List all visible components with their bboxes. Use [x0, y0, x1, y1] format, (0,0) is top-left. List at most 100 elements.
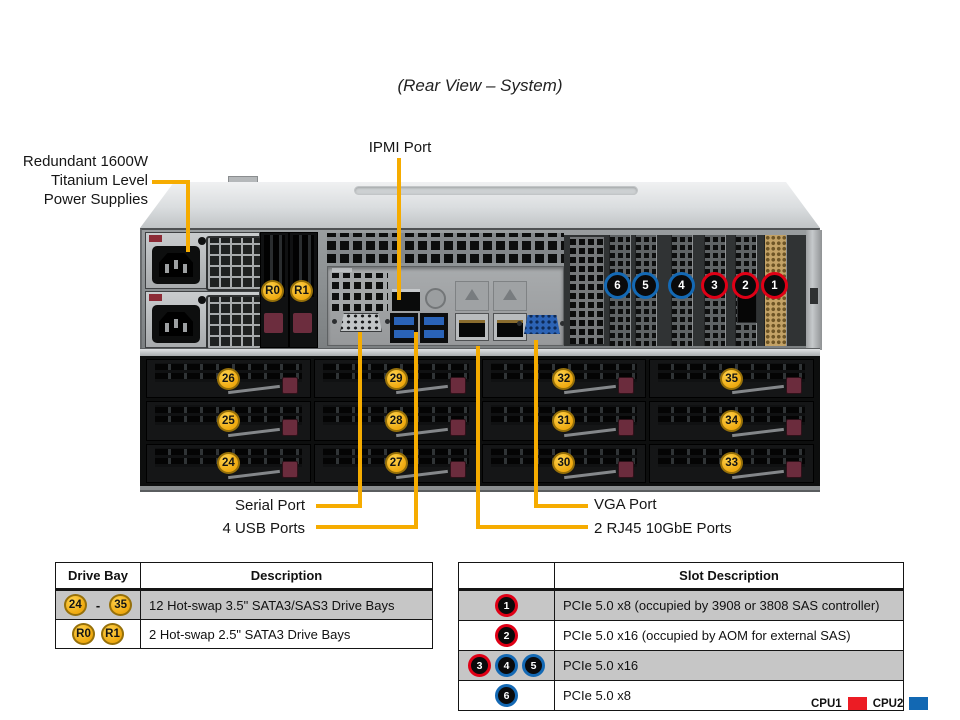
- pcie-vent-grille: [570, 237, 604, 344]
- serial-callout-line-v: [358, 332, 362, 508]
- slot-1-badge: 1: [495, 594, 518, 617]
- drive-tray-33: 33: [649, 443, 814, 483]
- ipmi-port-label: IPMI Port: [368, 139, 432, 156]
- slot-5-badge: 5: [522, 654, 545, 677]
- drive-badge: 24: [216, 452, 240, 475]
- bay-badge-r0: R0: [261, 280, 284, 302]
- port-plate: [455, 281, 489, 311]
- chassis-lid-handle: [354, 186, 638, 195]
- psu-fan-grille: [206, 236, 262, 291]
- drive-badge: 35: [109, 594, 133, 616]
- slot-description-table: Slot Description 1 PCIe 5.0 x8 (occupied…: [458, 562, 904, 711]
- table-row: 2 PCIe 5.0 x16 (occupied by AOM for exte…: [458, 620, 904, 651]
- drive-badge: 32: [552, 367, 576, 390]
- psu-ac-inlet: [152, 246, 200, 284]
- slot-5-badge: 5: [632, 272, 659, 299]
- tray-latch: [282, 461, 299, 479]
- psu-ac-inlet: [152, 305, 200, 343]
- drive-tray-25: 25: [146, 401, 311, 441]
- drive-tray-30: 30: [481, 443, 647, 483]
- drive-badge: R1: [101, 623, 124, 645]
- tray-latch: [785, 418, 802, 436]
- rj45-callout-line-v: [476, 346, 480, 529]
- drive-tray-27: 27: [313, 443, 479, 483]
- drive-badge: 30: [552, 452, 576, 475]
- slot-2-badge: 2: [495, 624, 518, 647]
- slot-6-badge: 6: [495, 684, 518, 707]
- usb-ports-stack-2: [420, 313, 448, 343]
- drive-badge: 24: [63, 594, 87, 616]
- slot-3-badge: 3: [701, 272, 728, 299]
- tray-latch: [282, 376, 299, 394]
- tray-latch: [785, 376, 802, 394]
- psu-button: [198, 296, 206, 304]
- tray-latch: [282, 418, 299, 436]
- slot-badge-cell: 2: [458, 620, 555, 651]
- drive-tray-29: 29: [313, 359, 479, 399]
- slot-description: PCIe 5.0 x16 (occupied by AOM for extern…: [554, 620, 904, 651]
- psu-button: [198, 237, 206, 245]
- drive-latch: [293, 313, 312, 333]
- drive-bay-section: 26 29 32 35 25 28 31 34 24 27 30 33: [140, 356, 820, 486]
- cpu1-color-swatch: [847, 697, 867, 710]
- drive-badge: 29: [384, 367, 408, 390]
- slot-description: PCIe 5.0 x8 (occupied by 3908 or 3808 SA…: [554, 589, 904, 621]
- tray-latch: [617, 418, 634, 436]
- psu-label-line1: Redundant 1600W: [22, 153, 148, 170]
- vga-port-label: VGA Port: [594, 496, 657, 513]
- usb-ports-stack-1: [390, 313, 418, 343]
- drive-tray-35: 35: [649, 359, 814, 399]
- drive-badge: 25: [216, 409, 240, 432]
- drive-tray-31: 31: [481, 401, 647, 441]
- vga-callout-line-v: [534, 340, 538, 508]
- vent-grille: [327, 233, 564, 263]
- psu-label-line2: Titanium Level: [51, 172, 148, 189]
- psu-callout-label: Redundant 1600W Titanium Level Power Sup…: [6, 152, 148, 209]
- tray-latch: [617, 376, 634, 394]
- serial-screw: [385, 319, 390, 324]
- drive-tray-24: 24: [146, 443, 311, 483]
- slot-3-badge: 3: [468, 654, 491, 677]
- drive-tray-32: 32: [481, 359, 647, 399]
- rj45-ports-label: 2 RJ45 10GbE Ports: [594, 520, 732, 537]
- drive-table-header-bay: Drive Bay: [55, 562, 141, 591]
- io-panel-print: [332, 268, 352, 272]
- slot-1-badge: 1: [761, 272, 788, 299]
- range-dash: -: [95, 597, 101, 613]
- tray-latch: [450, 418, 467, 436]
- vga-callout-line-h: [534, 504, 588, 508]
- tray-latch: [785, 461, 802, 479]
- psu-callout-line-v: [186, 180, 190, 252]
- drive-badge: 26: [216, 367, 240, 390]
- chassis-bottom-edge: [140, 486, 820, 492]
- tray-latch: [450, 461, 467, 479]
- slot-description: PCIe 5.0 x8: [554, 680, 904, 711]
- slot-description: PCIe 5.0 x16: [554, 650, 904, 681]
- rj45-10gbe-port-2: [493, 313, 527, 341]
- psu-latch: [149, 235, 162, 242]
- chassis-edge-latch: [810, 288, 818, 304]
- tray-latch: [450, 376, 467, 394]
- serial-callout-line-h: [316, 504, 362, 508]
- table-row: 24-35 12 Hot-swap 3.5" SATA3/SAS3 Drive …: [55, 589, 433, 620]
- power-supply-2: [145, 291, 262, 350]
- slot-badge-cell: 6: [458, 680, 555, 711]
- cpu2-label: CPU2: [872, 697, 904, 710]
- drive-bay-table: Drive Bay Description 24-35 12 Hot-swap …: [55, 562, 433, 649]
- drive-range-cell: 24-35: [55, 589, 141, 620]
- slot-2-badge: 2: [732, 272, 759, 299]
- vga-port: [524, 315, 560, 334]
- drive-description: 12 Hot-swap 3.5" SATA3/SAS3 Drive Bays: [140, 589, 433, 620]
- bay-badge-r1: R1: [290, 280, 313, 302]
- psu-fan-grille: [206, 295, 262, 350]
- slot-4-badge: 4: [668, 272, 695, 299]
- drive-latch: [264, 313, 283, 333]
- slot-table-header-description: Slot Description: [554, 562, 904, 591]
- serial-port: [340, 313, 382, 332]
- cpu2-color-swatch: [909, 697, 929, 710]
- rear-panel: R0 R1: [140, 228, 822, 350]
